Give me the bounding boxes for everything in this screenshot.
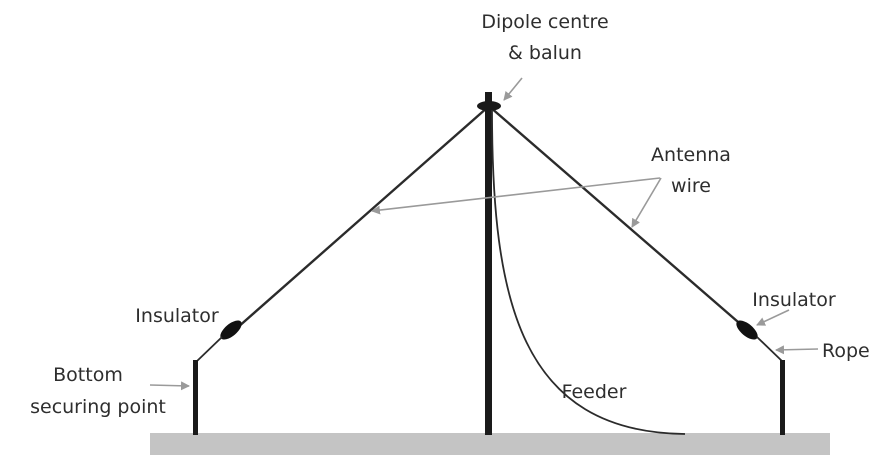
label-bottom-securing-line2: securing point [30, 396, 166, 418]
arrow-dipole-centre [503, 77, 523, 101]
antenna-wire-right [489, 106, 746, 329]
label-antenna-wire-line1: Antenna [651, 144, 731, 166]
arrow-bottom-securing-point [149, 381, 190, 391]
label-dipole-centre-line2: & balun [508, 42, 582, 64]
rope-right [756, 336, 784, 363]
feeder-cable [491, 109, 686, 435]
antenna-wire-left [236, 106, 489, 329]
label-insulator-left: Insulator [135, 305, 219, 327]
arrow-antenna-wire-left [371, 177, 661, 215]
label-antenna-wire-line2: wire [671, 175, 711, 197]
label-insulator-right: Insulator [752, 289, 836, 311]
label-dipole-centre-line1: Dipole centre [481, 11, 608, 33]
arrow-rope [775, 345, 819, 355]
insulator-right [736, 320, 758, 340]
insulator-left [220, 320, 242, 340]
ground [150, 433, 830, 455]
arrow-antenna-wire-right [631, 177, 662, 228]
rope-left [195, 336, 223, 363]
arrow-insulator-right [756, 309, 790, 326]
label-rope: Rope [822, 340, 870, 362]
label-feeder: Feeder [562, 381, 627, 403]
dipole-centre-balun [477, 101, 501, 111]
securing-post-left [193, 360, 198, 435]
mast [485, 92, 492, 435]
label-bottom-securing-line1: Bottom [53, 364, 123, 386]
securing-post-right [780, 360, 785, 435]
